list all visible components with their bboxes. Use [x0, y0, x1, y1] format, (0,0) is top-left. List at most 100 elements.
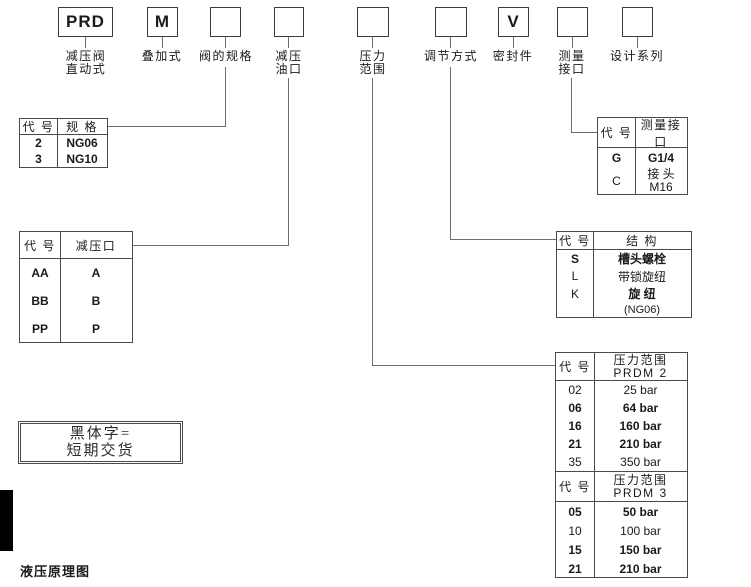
- col-header-code: 代 号: [600, 126, 633, 140]
- table-row: 35 350 bar: [556, 453, 687, 471]
- table-divider: [57, 119, 58, 167]
- table-row: 3 NG10: [20, 151, 107, 167]
- label-line: 减压: [275, 49, 303, 63]
- row-value: 旋 纽: [628, 287, 656, 301]
- row-value: G1/4: [647, 151, 674, 165]
- col-header-code: 代 号: [559, 480, 591, 494]
- connector-gauge-h: [571, 132, 597, 133]
- col-header-structure: 结 构: [626, 234, 658, 248]
- box-stem: [225, 37, 226, 48]
- table-divider: [635, 118, 636, 194]
- row-code: S: [570, 251, 579, 266]
- row-value: 210 bar: [619, 561, 662, 576]
- row-code: 10: [568, 523, 582, 538]
- table-row: 02 25 bar: [556, 381, 687, 399]
- header-line: PRDM 3: [613, 485, 668, 500]
- table-header: 代 号 减压口: [20, 232, 132, 259]
- col-header-size: 规 格: [66, 120, 98, 134]
- row-code: K: [570, 286, 579, 301]
- legend-text: 黑体字= 短期交货: [20, 423, 181, 462]
- box-label-pressure-range: 压力 范围: [359, 50, 386, 76]
- size-table: 代 号 规 格 2 NG06 3 NG10: [19, 118, 108, 168]
- table-row: L 带锁旋纽: [557, 267, 691, 285]
- row-value: (NG06): [623, 303, 661, 316]
- box-label-adjustment: 调节方式: [424, 50, 478, 63]
- gauge-table: 代 号 测量接口 G G1/4 C 接 头 M16: [597, 117, 688, 195]
- row-code: 3: [35, 152, 42, 166]
- connector-size-h: [108, 126, 226, 127]
- row-code: 06: [568, 401, 582, 415]
- row-code: 15: [568, 542, 582, 557]
- label-line: 油口: [275, 62, 303, 76]
- box-label-gauge-port: 测量 接口: [558, 50, 585, 76]
- table-row: K 旋 纽: [557, 285, 691, 302]
- col-header-code: 代 号: [559, 234, 591, 248]
- box-label-valve-type: 减压阀 直动式: [66, 50, 107, 76]
- pressure-table: 代 号 压力范围 PRDM 2 02 25 bar 06 64 bar 16 1…: [555, 352, 688, 578]
- table-header-prdm3: 代 号 压力范围 PRDM 3: [556, 471, 687, 502]
- table-row: 05 50 bar: [556, 502, 687, 521]
- row-code: 21: [568, 561, 582, 576]
- col-header-range: 压力范围 PRDM 2: [594, 352, 687, 380]
- table-header: 代 号 测量接口: [598, 117, 687, 149]
- row-value: 带锁旋纽: [617, 269, 666, 284]
- legend-line: 短期交货: [66, 442, 135, 459]
- col-header-gauge: 测量接口: [640, 117, 682, 149]
- label-line: 压力: [359, 49, 387, 63]
- code-box-seal: V: [498, 7, 529, 37]
- connector-port-h: [133, 245, 289, 246]
- code-box-gauge: [557, 7, 588, 37]
- row-code: BB: [31, 294, 49, 308]
- table-divider: [593, 232, 594, 317]
- code-box-port: [274, 7, 304, 37]
- row-code: G: [611, 151, 622, 165]
- box-stem: [513, 37, 514, 48]
- row-value: 210 bar: [619, 437, 662, 451]
- code-box-m: M: [147, 7, 178, 37]
- box-stem: [372, 37, 373, 48]
- box-stem: [572, 37, 573, 48]
- code-box-series: [622, 7, 653, 37]
- schematic-caption: 液压原理图: [20, 564, 91, 579]
- structure-table: 代 号 结 构 S 槽头螺栓 L 带锁旋纽 K 旋 纽 (NG06): [556, 231, 692, 318]
- label-line: 直动式: [65, 62, 107, 76]
- connector-size-v: [225, 67, 226, 127]
- row-code: PP: [31, 322, 48, 336]
- box-label-valve-size: 阀的规格: [199, 50, 253, 63]
- table-row: G G1/4: [598, 148, 687, 168]
- table-header: 代 号 规 格: [20, 119, 107, 135]
- table-divider: [594, 353, 595, 577]
- row-value: 25 bar: [623, 383, 658, 397]
- box-stem: [162, 37, 163, 48]
- table-row: AA A: [20, 259, 132, 287]
- table-row: S 槽头螺栓: [557, 250, 691, 267]
- value-line: 接 头: [647, 167, 675, 181]
- row-value: P: [91, 322, 100, 336]
- label-line: 测量: [558, 49, 586, 63]
- table-row: 21 210 bar: [556, 435, 687, 453]
- label-line: 设计系列: [609, 49, 665, 63]
- row-value: 350 bar: [620, 455, 661, 469]
- connector-gauge-v: [571, 78, 572, 133]
- row-value: B: [91, 294, 101, 308]
- col-header-code: 代 号: [24, 238, 56, 253]
- table-row: C 接 头 M16: [598, 168, 687, 194]
- label-line: 阀的规格: [198, 49, 254, 63]
- box-label-reducing-port: 减压 油口: [275, 50, 302, 76]
- col-header-range: 压力范围 PRDM 3: [594, 473, 687, 500]
- row-code: AA: [31, 266, 49, 280]
- table-row: BB B: [20, 287, 132, 315]
- table-header-prdm2: 代 号 压力范围 PRDM 2: [556, 353, 687, 381]
- value-line: M16: [649, 180, 673, 194]
- box-stem: [288, 37, 289, 48]
- box-label-design-series: 设计系列: [610, 50, 664, 63]
- legend-box: 黑体字= 短期交货: [18, 421, 183, 464]
- connector-pressure-v: [372, 78, 373, 366]
- col-header-port: 减压口: [75, 238, 117, 253]
- table-row: 10 100 bar: [556, 521, 687, 540]
- row-value: NG10: [66, 152, 98, 166]
- row-value: 50 bar: [622, 504, 659, 519]
- row-code: C: [612, 174, 621, 188]
- header-line: 压力范围: [613, 352, 668, 367]
- row-value: 100 bar: [620, 523, 661, 538]
